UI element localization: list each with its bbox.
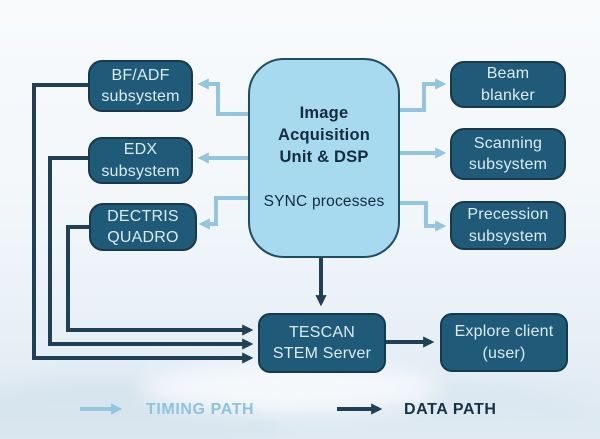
- legend-data-path-label: DATA PATH: [404, 401, 497, 418]
- node-explore-client: Explore client (user): [440, 313, 568, 372]
- edge-timing-iau-to-beam: [398, 78, 447, 112]
- node-image-acquisition-unit: Image Acquisition Unit & DSP SYNC proces…: [248, 58, 400, 258]
- node-precession-subsystem: Precession subsystem: [450, 201, 566, 250]
- image-acquisition-unit-title: Image Acquisition Unit & DSP: [277, 104, 371, 166]
- edge-timing-iau-to-bfadf: [197, 78, 248, 116]
- sync-processes-label: SYNC processes: [263, 193, 385, 211]
- node-dectris-quadro: DECTRIS QUADRO: [89, 203, 197, 251]
- node-scanning-subsystem: Scanning subsystem: [450, 128, 566, 180]
- node-beam-blanker: Beam blanker: [450, 61, 566, 108]
- node-tescan-stem-server: TESCAN STEM Server: [258, 313, 386, 373]
- edge-timing-iau-to-dectris: [198, 196, 248, 230]
- legend-timing-path-label: TIMING PATH: [146, 401, 255, 418]
- edge-data-bfadf-to-tescan: [32, 83, 254, 364]
- edge-timing-iau-to-precession: [398, 201, 447, 232]
- edge-data-edx-to-tescan: [48, 156, 254, 350]
- node-edx-subsystem: EDX subsystem: [88, 137, 193, 184]
- node-bf-adf-subsystem: BF/ADF subsystem: [88, 60, 193, 112]
- edge-data-dectris-to-tescan: [66, 225, 254, 336]
